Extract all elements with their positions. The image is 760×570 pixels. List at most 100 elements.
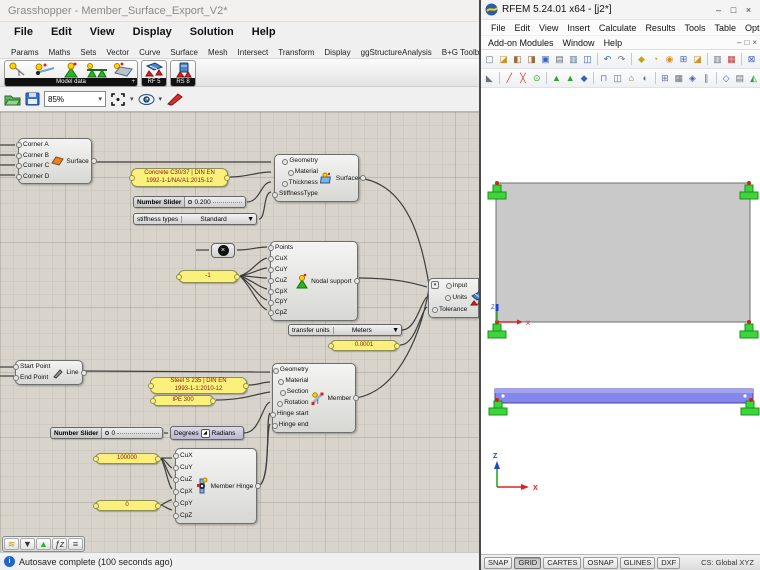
tab-params[interactable]: Params xyxy=(11,48,39,57)
copy-icon[interactable]: ▤ xyxy=(555,53,564,64)
input-port[interactable]: Tolerance xyxy=(439,305,468,313)
toggle-degrees-radians[interactable]: Degrees ◢ Radians xyxy=(170,426,244,440)
component-line[interactable]: Start Point End Point Line xyxy=(15,360,83,385)
preview-eye-icon[interactable] xyxy=(138,93,155,106)
node[interactable] xyxy=(747,181,751,185)
panel-minus-one[interactable]: -1 xyxy=(178,270,238,283)
toggle-left-label[interactable]: Degrees xyxy=(174,429,199,437)
snap-toggle[interactable]: SNAP xyxy=(484,556,513,569)
camera-icon[interactable]: ⌂ xyxy=(628,73,635,83)
layers-icon[interactable]: ▤ xyxy=(735,72,745,83)
input-port[interactable]: Hinge start xyxy=(277,410,309,418)
redo-icon[interactable]: ↷ xyxy=(617,53,626,64)
rfem-titlebar[interactable]: RFEM 5.24.01 x64 - [j2*] – □ × xyxy=(481,0,760,20)
input-port[interactable]: Start Point xyxy=(20,363,51,370)
input-port[interactable]: End Point xyxy=(20,373,49,381)
input-port[interactable]: Material xyxy=(285,377,309,385)
select-icon[interactable]: ◣ xyxy=(485,72,493,83)
nodal-support[interactable] xyxy=(739,323,759,339)
expand-group-icon[interactable]: + xyxy=(131,79,135,85)
menu-calculate[interactable]: Calculate xyxy=(598,22,637,33)
chevron-down-icon[interactable]: ▾ xyxy=(130,96,134,103)
panel-hinge-stiffness[interactable]: 100000 xyxy=(95,453,159,464)
output-port[interactable]: Surface xyxy=(335,174,359,182)
grasshopper-canvas[interactable]: Corner A Corner B Corner C Corner D Surf… xyxy=(0,112,479,552)
expand-button[interactable]: ▾ xyxy=(431,281,439,289)
menu-addon-modules[interactable]: Add-on Modules xyxy=(488,37,554,48)
output-port[interactable]: Member xyxy=(327,394,352,402)
toggle-icon[interactable]: ◢ xyxy=(200,428,210,438)
draw-line-icon[interactable]: ╱ xyxy=(506,72,512,83)
tab-ggstructureanalysis[interactable]: ggStructureAnalysis xyxy=(360,48,432,57)
menu-results[interactable]: Results xyxy=(645,22,676,33)
dropdown-stiffness-types[interactable]: stiffness types Standard ▼ xyxy=(133,213,257,225)
panel-tolerance[interactable]: 0.0001 xyxy=(330,340,398,351)
tab-display[interactable]: Display xyxy=(324,48,351,57)
input-port[interactable]: Input xyxy=(452,281,468,289)
open-file-icon[interactable] xyxy=(4,92,21,106)
input-port[interactable]: CpY xyxy=(275,298,288,306)
rs8-band[interactable]: RS 8 xyxy=(171,78,195,86)
model-node-icon[interactable] xyxy=(32,62,58,78)
save-icon[interactable]: ▣ xyxy=(541,53,550,64)
tab-mesh[interactable]: Mesh xyxy=(207,48,228,57)
component-member-hinge[interactable]: CuX CuY CuZ CpX CpY CpZ Member Hinge xyxy=(175,448,257,524)
panel-steel-material[interactable]: Steel S 235 | DIN EN 1993-1-1:2010-12 xyxy=(150,377,247,394)
component-rfem-export[interactable]: ▾ Input Units Tolerance xyxy=(428,278,479,318)
close-view-icon[interactable]: ⊠ xyxy=(747,53,756,64)
tab-curve[interactable]: Curve xyxy=(139,48,161,57)
support-tree-icon[interactable]: ▲ xyxy=(36,538,51,550)
node[interactable] xyxy=(495,181,499,185)
input-port[interactable]: CuZ xyxy=(180,475,193,483)
input-port[interactable]: CpX xyxy=(275,287,288,295)
osnap-toggle[interactable]: OSNAP xyxy=(583,556,618,569)
input-port[interactable]: CuY xyxy=(180,463,193,471)
menu-help[interactable]: Help xyxy=(603,37,623,48)
grid-icon[interactable]: ⊞ xyxy=(661,72,669,83)
output-port[interactable]: Member Hinge xyxy=(210,482,254,490)
open-icon[interactable]: ◪ xyxy=(499,53,508,64)
surface-support-icon[interactable] xyxy=(110,62,136,78)
list-icon[interactable]: ≡ xyxy=(68,538,83,550)
surface-element[interactable] xyxy=(495,182,751,323)
section-icon[interactable]: ∥ xyxy=(704,72,709,83)
input-port[interactable]: Corner C xyxy=(23,162,50,169)
export-icon[interactable]: ◨ xyxy=(527,53,536,64)
input-port[interactable]: CuX xyxy=(180,451,193,459)
surface-icon[interactable]: ◆ xyxy=(580,72,588,83)
dropdown-transfer-units[interactable]: transfer units Meters ▼ xyxy=(288,324,402,336)
menu-options[interactable]: Options xyxy=(744,22,760,33)
input-port[interactable]: StiffnessType xyxy=(279,190,318,198)
tab-intersect[interactable]: Intersect xyxy=(237,48,269,57)
input-port[interactable]: CpZ xyxy=(275,309,288,317)
menu-file[interactable]: File xyxy=(14,26,33,38)
tab-vector[interactable]: Vector xyxy=(106,48,130,57)
input-port[interactable]: Points xyxy=(275,244,294,252)
child-close-button[interactable]: × xyxy=(752,38,757,47)
output-port[interactable]: Surface xyxy=(66,157,89,165)
child-minimize-button[interactable]: – xyxy=(737,38,742,47)
slider-knob[interactable] xyxy=(105,431,110,435)
input-port[interactable]: CuY xyxy=(275,265,288,273)
table-icon[interactable]: ▦ xyxy=(674,72,683,83)
rfem-graphics-area[interactable]: Z X Z X xyxy=(481,88,760,554)
tab-sets[interactable]: Sets xyxy=(80,48,97,57)
nodal-support-icon[interactable] xyxy=(58,62,84,78)
menu-solution[interactable]: Solution xyxy=(189,26,234,38)
dxf-toggle[interactable]: DXF xyxy=(657,556,681,569)
child-restore-button[interactable]: □ xyxy=(744,38,750,47)
rf5-band[interactable]: RF 5 xyxy=(142,78,166,86)
model-data-band[interactable]: Model data + xyxy=(5,78,137,86)
remove-icon[interactable]: × xyxy=(217,245,229,256)
input-port[interactable]: CuX xyxy=(275,255,288,263)
component-surface[interactable]: Geometry Material Thickness StiffnessTyp… xyxy=(274,154,359,202)
menu-view[interactable]: View xyxy=(539,22,559,33)
opening-icon[interactable]: ◫ xyxy=(613,72,622,83)
guidelines-icon[interactable]: ▥ xyxy=(713,53,722,64)
toggle-right-label[interactable]: Radians xyxy=(211,429,236,437)
print-preview-icon[interactable]: ◫ xyxy=(583,53,592,64)
print-icon[interactable]: ▥ xyxy=(569,53,578,64)
isometric-icon[interactable]: ◈ xyxy=(689,72,696,83)
sketch-lines-icon[interactable]: ≋ xyxy=(4,538,19,550)
download-icon[interactable]: ▼ xyxy=(20,538,35,550)
